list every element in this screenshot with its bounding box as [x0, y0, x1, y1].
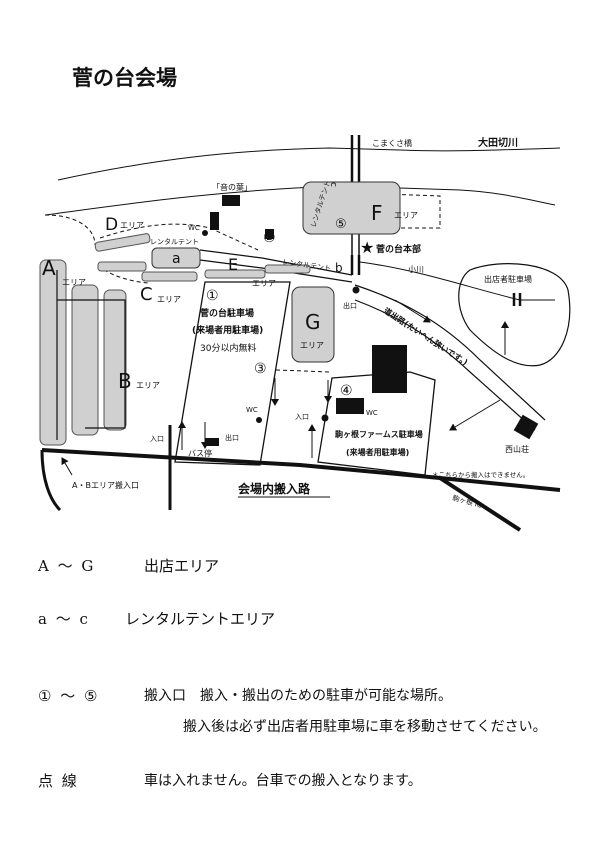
wc-dot: [357, 402, 363, 408]
visitor-parking-label-2: (来場者用駐車場): [346, 447, 409, 457]
area-c-letter: C: [140, 284, 153, 305]
ota-river-label: 大田切川: [478, 136, 518, 149]
legend-value-tents: レンタルテントエリア: [125, 610, 276, 628]
legend-key-tents: a ～ c: [38, 610, 90, 628]
area-e-letter: E: [228, 255, 238, 274]
wc-dot: [256, 417, 262, 423]
road-b-edge: [199, 259, 353, 283]
area-ab-road: [56, 270, 126, 440]
bus-stop-label: バス停: [188, 448, 212, 458]
area-b-word: エリア: [136, 381, 160, 390]
sugadai-parking-label: 菅の台駐車場: [200, 307, 254, 319]
star-icon: ★: [360, 238, 374, 257]
area-a-letter: A: [42, 256, 56, 280]
wc-dot: [202, 230, 208, 236]
legend-value-dotted: 車は入れません。台車での搬入となります。: [144, 773, 422, 789]
no-entry-note: ＊こちらから搬入はできません。: [432, 470, 529, 479]
area-a-word: エリア: [62, 278, 86, 287]
road-b-edge: [199, 249, 353, 276]
entrance-dot: [321, 414, 329, 422]
area-f-word: エリア: [394, 211, 418, 220]
river-line-2: [44, 185, 556, 216]
legend-value-numbers-2: 搬入後は必ず出店者用駐車場に車を移動させてください。: [183, 719, 547, 735]
area-g-word: エリア: [300, 341, 324, 350]
legend-key-dotted: 点 線: [38, 772, 79, 790]
exit-label-2: 出口: [225, 433, 239, 442]
building: [372, 345, 407, 393]
area-a-strip-2: [71, 284, 99, 436]
area-g-box: [291, 286, 335, 363]
wc-label: WC: [366, 409, 378, 417]
route-arrow: [449, 399, 501, 431]
tent-b-letter: b: [335, 261, 343, 275]
ogawa-label: 小川: [408, 265, 424, 274]
ab-entrance-label: A・Bエリア搬入口: [72, 480, 139, 490]
page-title: 菅の台会場: [72, 66, 177, 90]
legend-key-numbers: ① ～ ⑤: [38, 687, 100, 705]
narrow-road: [354, 299, 536, 431]
area-c-strip-2: [141, 271, 198, 282]
area-d-letter: D: [105, 215, 118, 235]
building: [222, 195, 240, 206]
area-e-strip-2: [264, 264, 311, 274]
area-b-letter: B: [118, 369, 132, 393]
nishiyama-label: 西山荘: [505, 444, 529, 454]
building: [210, 212, 219, 230]
sugadai-parking-outline: [174, 281, 291, 466]
num-1: ①: [206, 288, 219, 304]
tent-label-a: レンタルテント: [150, 237, 199, 246]
dashed-path-top: [99, 223, 259, 251]
area-d-strip: [94, 233, 151, 252]
num-2: ②: [263, 230, 276, 246]
area-c-strip: [97, 261, 147, 272]
building: [265, 229, 274, 239]
num-3: ③: [254, 361, 267, 377]
area-e-strip: [204, 269, 266, 279]
venue-route-label: 会場内搬入路: [238, 481, 311, 496]
area-f-box: [302, 181, 401, 235]
creek-line: [359, 261, 555, 301]
dashed-path-d: [44, 214, 96, 246]
exit-label-1: 出口: [343, 301, 357, 310]
river-top-line: [57, 147, 561, 181]
exhibitor-parking-outline: [458, 263, 571, 367]
exit-dot: [352, 286, 360, 294]
dashed-path-c: [97, 265, 151, 284]
area-g-letter: G: [305, 310, 321, 334]
legend-value-numbers: 搬入口 搬入・搬出のための駐車が可能な場所。: [144, 688, 452, 704]
building: [513, 414, 539, 440]
wc-label: WC: [188, 224, 200, 232]
area-a-strip: [39, 259, 67, 446]
main-road-branch: [438, 476, 522, 532]
building: [336, 398, 364, 414]
visitor-parking-label: (来場者用駐車場): [192, 324, 263, 336]
dashed-path-lot3: [275, 369, 331, 373]
area-c-word: エリア: [157, 295, 181, 304]
num-5: ⑤: [335, 217, 347, 232]
area-f-letter: F: [371, 201, 383, 225]
legend-key-areas: A ～ G: [38, 557, 96, 575]
exhibitor-parking-label: 出店者駐車場: [484, 274, 532, 284]
main-road-left: [40, 449, 62, 512]
route-arrow: [394, 299, 431, 323]
oto-no-ha-label: 「音の葉」: [212, 182, 252, 192]
tent-c-letter: c: [328, 182, 338, 187]
wc-label: WC: [246, 406, 258, 414]
free30-label: 30分以内無料: [200, 342, 256, 354]
honbu-label: 菅の台本部: [376, 243, 421, 255]
farms-parking-label: 駒ヶ根ファームス駐車場: [334, 429, 423, 439]
tent-a-letter: a: [172, 251, 181, 267]
area-e-word: エリア: [252, 279, 276, 288]
ab-entrance-arrow: [61, 457, 73, 476]
legend-value-areas: 出店エリア: [144, 557, 220, 575]
komakusa-bridge-label: こまくさ橋: [372, 138, 412, 148]
num-4: ④: [340, 383, 353, 399]
area-d-word: エリア: [120, 221, 144, 230]
tent-a-box: [151, 247, 201, 269]
entrance-label-2: 入口: [150, 435, 164, 443]
building: [205, 438, 219, 446]
area-b-strip: [103, 289, 127, 431]
entrance-label-1: 入口: [295, 413, 309, 421]
